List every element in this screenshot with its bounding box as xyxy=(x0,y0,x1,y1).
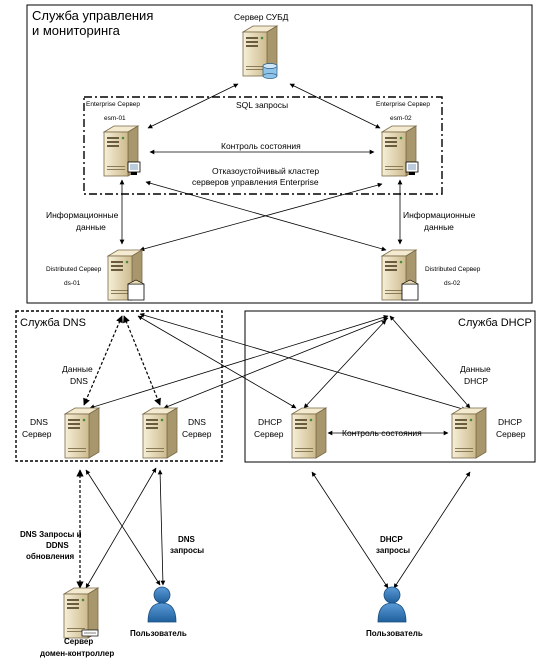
distributed-left-label: Distributed Сервер xyxy=(46,266,102,273)
ds2-to-dhcp1 xyxy=(303,319,387,409)
dns-data-line2: DNS xyxy=(70,376,88,386)
document-icon xyxy=(401,279,419,301)
domain-controller-icon xyxy=(63,587,99,639)
dns-server1-line2: Сервер xyxy=(22,429,52,439)
dns-server-2-icon xyxy=(142,407,178,459)
enterprise-cluster-frame xyxy=(83,96,443,195)
database-icon xyxy=(262,63,278,79)
user-label-1: Пользователь xyxy=(130,629,187,638)
management-title-line1: Служба управления xyxy=(32,8,153,23)
user-icon-2 xyxy=(377,586,407,623)
ds1-to-dhcp1 xyxy=(137,315,297,409)
dhcp-data-line2: DHCP xyxy=(464,376,488,386)
dbms-label: Сервер СУБД xyxy=(234,12,289,22)
dhcp-data-line1: Данные xyxy=(460,364,491,374)
dns2-to-user xyxy=(157,469,166,586)
dns-data-line1: Данные xyxy=(62,364,93,374)
document-icon xyxy=(127,279,145,301)
dns-server2-line1: DNS xyxy=(188,417,206,427)
monitor-icon xyxy=(405,161,419,175)
sql-label: SQL запросы xyxy=(236,100,288,110)
dns-service-title: Служба DNS xyxy=(20,317,86,329)
cluster-caption-line2: серверов управления Enterprise xyxy=(192,177,319,187)
enterprise-server-right-icon xyxy=(381,125,419,177)
domain-controller-line1: Сервер xyxy=(64,637,93,646)
distributed-left-id: ds-01 xyxy=(64,280,81,287)
cluster-caption-line1: Отказоустойчивый кластер xyxy=(212,166,319,176)
enterprise-left-id: esm-01 xyxy=(104,115,126,122)
monitor-icon xyxy=(127,161,141,175)
dhcp-server2-line2: Сервер xyxy=(496,429,526,439)
dhcp-service-frame xyxy=(244,310,536,463)
dns-server2-line2: Сервер xyxy=(182,429,212,439)
ds2-to-dns2 xyxy=(163,317,389,409)
dbms-server-icon xyxy=(242,25,278,79)
dhcp-health-label: Контроль состояния xyxy=(342,428,422,438)
ds2-to-dhcp2 xyxy=(389,315,471,409)
user-label-2: Пользователь xyxy=(366,629,423,638)
dhcp1-to-user xyxy=(311,471,389,589)
dns-requests2-line1: DNS xyxy=(178,535,196,544)
enterprise-server-left-icon xyxy=(103,125,141,177)
dhcp-service-title: Служба DHCP xyxy=(458,317,532,329)
enterprise-left-label: Enterprise Сервер xyxy=(86,101,140,108)
enterprise-right-id: esm-02 xyxy=(390,115,412,122)
dns-server1-line1: DNS xyxy=(30,417,48,427)
info-right-line2: данные xyxy=(424,222,454,232)
ds1-to-dns1 xyxy=(83,315,123,406)
distributed-right-id: ds-02 xyxy=(444,280,461,287)
dns-requests-line2: DDNS xyxy=(46,541,69,550)
ds2-to-dns1 xyxy=(89,314,389,410)
ds1-to-dhcp2 xyxy=(139,312,467,412)
info-left-line1: Информационные xyxy=(46,210,119,220)
dhcp-server1-line2: Сервер xyxy=(254,429,284,439)
dhcp-server-1-icon xyxy=(291,407,327,459)
dns1-to-user xyxy=(85,469,161,586)
info-cross-2 xyxy=(139,182,383,252)
dhcp-server1-line1: DHCP xyxy=(258,417,282,427)
sql-link-right xyxy=(289,83,381,129)
dns-requests2-line2: запросы xyxy=(170,546,204,555)
keyboard-icon xyxy=(81,629,99,637)
distributed-server-left-icon xyxy=(107,249,145,301)
sql-link-left xyxy=(147,83,239,129)
dhcp-requests-line2: запросы xyxy=(376,546,410,555)
distributed-right-label: Distributed Сервер xyxy=(425,266,481,273)
dhcp2-to-user xyxy=(393,471,471,589)
management-title-line2: и мониторинга xyxy=(32,23,121,38)
dhcp-requests-line1: DHCP xyxy=(380,535,403,544)
cluster-health-label: Контроль состояния xyxy=(221,141,301,151)
dhcp-server-2-icon xyxy=(451,407,487,459)
dns-requests-line3: обновления xyxy=(26,552,75,561)
dhcp-server2-line1: DHCP xyxy=(498,417,522,427)
dns-server-1-icon xyxy=(64,407,100,459)
management-service-frame xyxy=(26,4,533,304)
distributed-server-right-icon xyxy=(381,249,419,301)
dns-requests-line1: DNS Запросы и xyxy=(20,530,82,539)
user-icon-1 xyxy=(147,586,177,623)
connectors xyxy=(76,83,471,589)
enterprise-right-label: Enterprise Сервер xyxy=(376,101,430,108)
domain-controller-line2: домен-контроллер xyxy=(40,649,114,658)
info-left-line2: данные xyxy=(76,222,106,232)
info-right-line1: Информационные xyxy=(403,210,476,220)
